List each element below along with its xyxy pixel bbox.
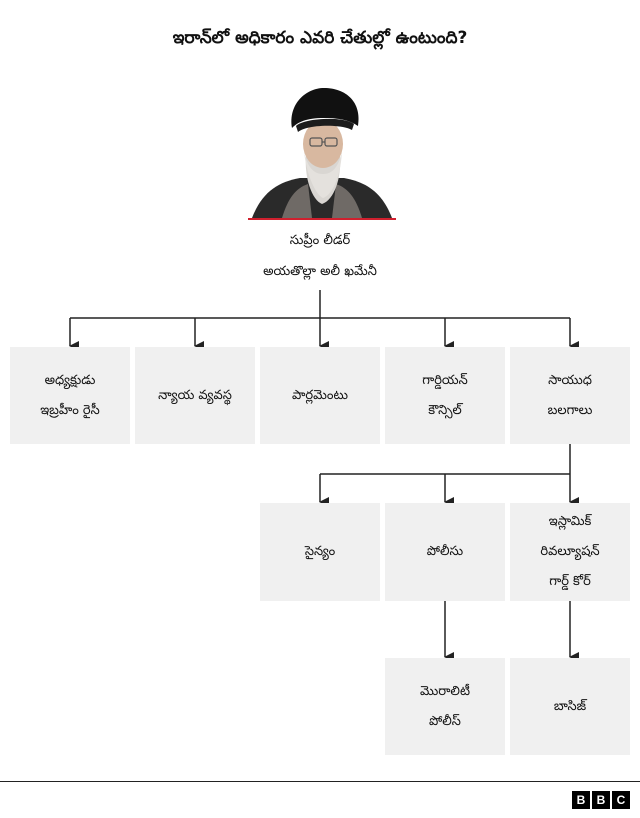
node-irgc-line3: గార్డ్ కోర్ xyxy=(549,574,591,589)
node-police: పోలీసు xyxy=(385,503,505,601)
node-guardian-council-line2: కౌన్సిల్ xyxy=(428,402,462,418)
node-guardian-council: గార్డియన్ కౌన్సిల్ xyxy=(385,347,505,444)
footer-divider xyxy=(0,781,640,782)
leader-name: అయతొల్లా అలీ ఖమేనీ xyxy=(263,264,377,279)
node-irgc-line2: రివల్యూషన్ xyxy=(540,544,600,559)
bbc-logo-letter-3: C xyxy=(612,791,630,809)
node-president: అధ్యక్షుడు ఇబ్రహీం రైసీ xyxy=(10,347,130,444)
node-armed-forces-line1: సాయుధ xyxy=(548,372,592,388)
node-police-line1: పోలీసు xyxy=(426,544,464,559)
node-armed-forces: సాయుధ బలగాలు xyxy=(510,347,630,444)
node-army-line1: సైన్యం xyxy=(304,544,336,559)
node-guardian-council-line1: గార్డియన్ xyxy=(422,372,468,388)
chart-title: ఇరాన్‌లో అధికారం ఎవరి చేతుల్లో ఉంటుంది? xyxy=(172,28,468,48)
node-irgc-line1: ఇస్లామిక్ xyxy=(548,514,592,529)
bbc-logo-letter-2: B xyxy=(592,791,610,809)
node-president-line1: అధ్యక్షుడు xyxy=(44,372,96,388)
node-parliament-line1: పార్లమెంటు xyxy=(292,387,348,403)
node-morality-police-line1: మొరాలిటీ xyxy=(420,683,470,699)
node-morality-police: మొరాలిటీ పోలీస్ xyxy=(385,658,505,755)
node-judiciary-line1: న్యాయ వ్యవస్థ xyxy=(158,387,232,403)
node-irgc: ఇస్లామిక్ రివల్యూషన్ గార్డ్ కోర్ xyxy=(510,503,630,601)
bbc-logo: B B C xyxy=(572,791,630,809)
node-president-line2: ఇబ్రహీం రైసీ xyxy=(40,402,100,418)
node-judiciary: న్యాయ వ్యవస్థ xyxy=(135,347,255,444)
node-parliament: పార్లమెంటు xyxy=(260,347,380,444)
leader-portrait xyxy=(248,88,396,220)
leader-role: సుప్రీం లీడర్ xyxy=(289,233,351,248)
node-armed-forces-line2: బలగాలు xyxy=(547,402,593,418)
bbc-logo-letter-1: B xyxy=(572,791,590,809)
node-basij: బాసిజ్ xyxy=(510,658,630,755)
node-army: సైన్యం xyxy=(260,503,380,601)
node-basij-line1: బాసిజ్ xyxy=(553,698,587,714)
node-morality-police-line2: పోలీస్ xyxy=(429,713,461,729)
